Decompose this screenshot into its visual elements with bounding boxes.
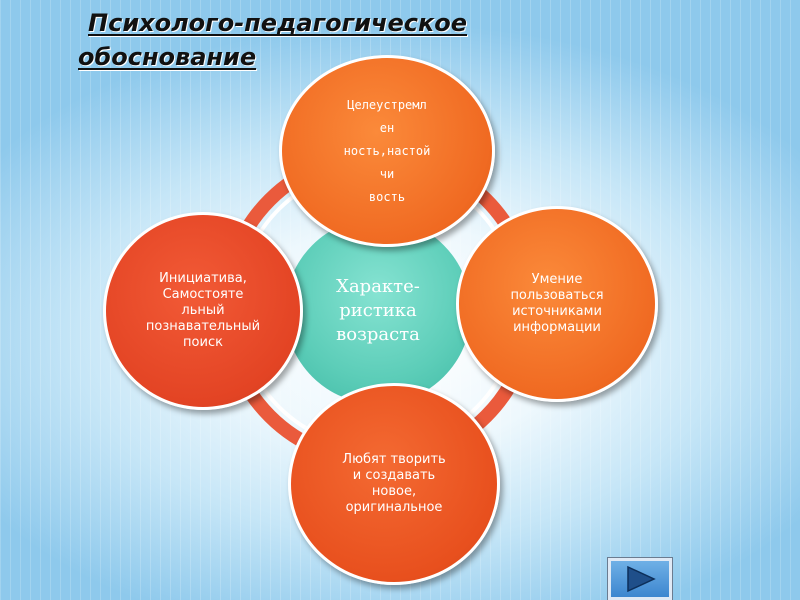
next-slide-button[interactable] [607,557,673,600]
node-creativity: Любят творить и создавать новое, оригина… [288,383,500,585]
slide-title-line-2: обоснование [78,43,257,71]
node-initiative: Инициатива, Самостояте льный познаватель… [103,212,303,410]
node-creativity-label: Любят творить и создавать новое, оригина… [342,452,446,515]
node-initiative-label: Инициатива, Самостояте льный познаватель… [145,271,261,350]
node-information-skills: Умение пользоваться источниками информац… [456,206,658,402]
slide-title-line-1: Психолого-педагогическое [88,9,468,37]
node-purposefulness-label: Целеустремл ен ность,настой чи вость [343,97,431,204]
node-purposefulness: Целеустремл ен ность,настой чи вость [279,55,495,247]
node-information-skills-label: Умение пользоваться источниками информац… [510,272,604,335]
center-circle: Характе- ристика возраста [285,218,471,404]
play-icon [627,565,656,593]
center-circle-label: Характе- ристика возраста [336,276,420,345]
slide-title: Психолого-педагогическое обоснование [78,6,467,74]
